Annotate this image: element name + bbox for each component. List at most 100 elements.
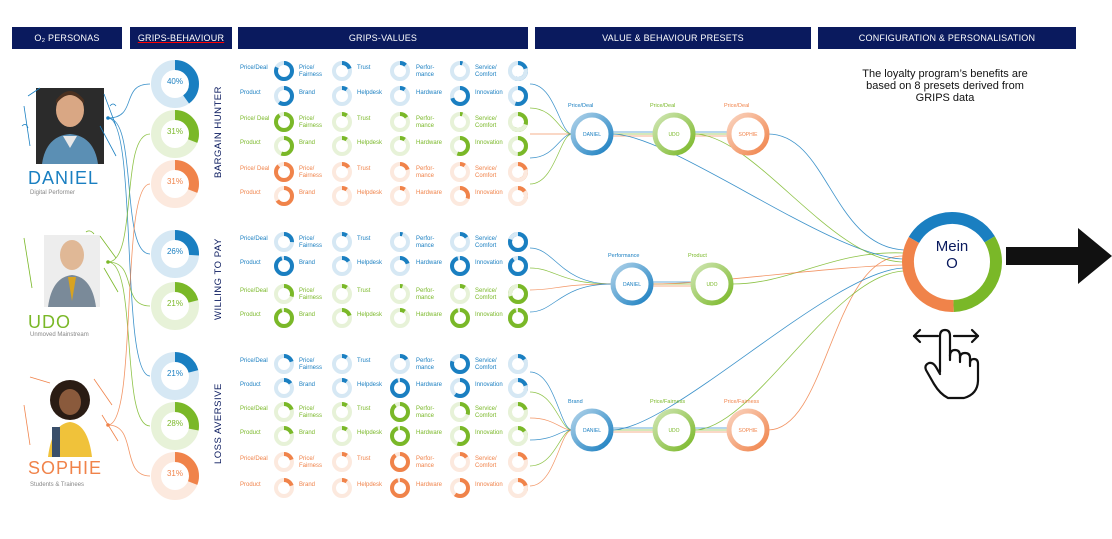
- value-label: Price/Deal: [240, 65, 268, 71]
- ring-title: Mein: [935, 238, 969, 255]
- value-donut-ring: [390, 86, 410, 106]
- behaviour-donut: 21%: [151, 282, 199, 330]
- value-donut-ring: [332, 284, 352, 304]
- value-donut: [390, 162, 410, 187]
- value-donut: [332, 284, 352, 309]
- value-label: Product: [240, 140, 261, 146]
- value-label: Price/Deal: [240, 456, 268, 462]
- value-donut-ring: [390, 256, 410, 276]
- value-label: Helpdesk: [357, 140, 383, 146]
- value-donut-ring: [450, 452, 470, 472]
- value-label: Hardware: [416, 260, 443, 266]
- value-donut-ring: [274, 136, 294, 156]
- value-donut-ring: [390, 478, 410, 498]
- behaviour-percent: 21%: [166, 299, 183, 308]
- value-label: Perfor- mance: [416, 65, 435, 78]
- value-donut-ring: [508, 402, 528, 422]
- value-label: Perfor- mance: [416, 236, 435, 249]
- value-donut: [332, 378, 352, 403]
- value-label: Price/ Fairness: [299, 236, 323, 249]
- connector-line: [731, 252, 905, 285]
- value-label: Price/ Fairness: [299, 456, 323, 469]
- config-note: The loyalty program’s benefits are based…: [862, 68, 1028, 104]
- value-donut-ring: [274, 86, 294, 106]
- value-label: Service/ Comfort: [475, 406, 497, 419]
- value-donut: [332, 308, 352, 333]
- connector-line: [529, 247, 613, 285]
- value-label: Trust: [357, 456, 371, 462]
- value-donut-ring: [332, 86, 352, 106]
- value-donut-ring: [390, 354, 410, 374]
- behaviour-percent: 21%: [166, 369, 183, 378]
- header-grips-behaviour-label: GRIPS-BEHAVIOUR: [137, 33, 225, 43]
- ring-subtitle: O: [946, 255, 958, 272]
- value-label: Service/ Comfort: [475, 116, 497, 129]
- value-donut-ring: [274, 354, 294, 374]
- preset-label: Price/Deal: [650, 103, 676, 109]
- value-donut: [390, 112, 410, 137]
- value-donut: [508, 136, 528, 161]
- behaviour-donut: 21%: [151, 352, 199, 400]
- value-donut-ring: [274, 162, 294, 182]
- value-label: Hardware: [416, 382, 443, 388]
- value-label: Helpdesk: [357, 260, 383, 266]
- value-donut: [508, 402, 528, 427]
- value-donut-ring: [508, 478, 528, 498]
- value-label: Innovation: [475, 382, 503, 388]
- connector-line: [529, 283, 613, 313]
- value-donut: [332, 354, 352, 379]
- value-label: Brand: [299, 190, 316, 196]
- value-donut-ring: [508, 256, 528, 276]
- value-donut: [390, 136, 410, 161]
- value-label: Product: [240, 190, 261, 196]
- value-donut: [450, 162, 470, 187]
- value-donut: [274, 426, 294, 451]
- value-donut-ring: [332, 354, 352, 374]
- value-donut-ring: [332, 112, 352, 132]
- value-label: Price/ Deal: [240, 116, 270, 122]
- value-donut-ring: [390, 186, 410, 206]
- behaviour-donut: 31%: [151, 160, 199, 208]
- value-label: Product: [240, 482, 261, 488]
- value-label: Price/Deal: [240, 406, 268, 412]
- value-donut: [390, 452, 410, 477]
- value-donut: [390, 256, 410, 281]
- swipe-hand-icon[interactable]: [908, 322, 984, 400]
- value-donut-ring: [508, 136, 528, 156]
- value-donut: [274, 284, 294, 309]
- value-label: Brand: [299, 140, 316, 146]
- connector-line: [611, 133, 905, 260]
- value-donut: [450, 426, 470, 451]
- value-label: Trust: [357, 166, 371, 172]
- connector-line: [529, 391, 573, 431]
- value-donut: [390, 378, 410, 403]
- value-donut-ring: [332, 136, 352, 156]
- value-label: Helpdesk: [357, 190, 383, 196]
- connector-line: [767, 255, 905, 431]
- persona-subtitle: Digital Performer: [30, 190, 76, 196]
- behaviour-donut-ring: [151, 352, 199, 400]
- value-donut-ring: [508, 186, 528, 206]
- value-label: Price/Deal: [240, 358, 268, 364]
- value-donut-ring: [274, 402, 294, 422]
- value-label: Brand: [299, 90, 316, 96]
- value-label: Service/ Comfort: [475, 358, 497, 371]
- value-label: Product: [240, 382, 261, 388]
- persona-subtitle: Unmoved Mainstream: [30, 332, 89, 338]
- value-donut: [450, 86, 470, 111]
- value-donut: [332, 232, 352, 257]
- value-label: Trust: [357, 236, 371, 242]
- value-label: Perfor- mance: [416, 116, 435, 129]
- preset-node-ring: [726, 408, 770, 452]
- value-donut-ring: [274, 256, 294, 276]
- value-donut: [274, 402, 294, 427]
- value-donut-ring: [390, 378, 410, 398]
- preset-node-ring: [570, 112, 614, 156]
- value-label: Hardware: [416, 90, 443, 96]
- value-donut-ring: [508, 378, 528, 398]
- value-label: Perfor- mance: [416, 288, 435, 301]
- value-label: Brand: [299, 482, 316, 488]
- behaviour-donut: 26%: [151, 230, 199, 278]
- preset-node-label: UDO: [668, 428, 679, 434]
- value-donut: [274, 232, 294, 257]
